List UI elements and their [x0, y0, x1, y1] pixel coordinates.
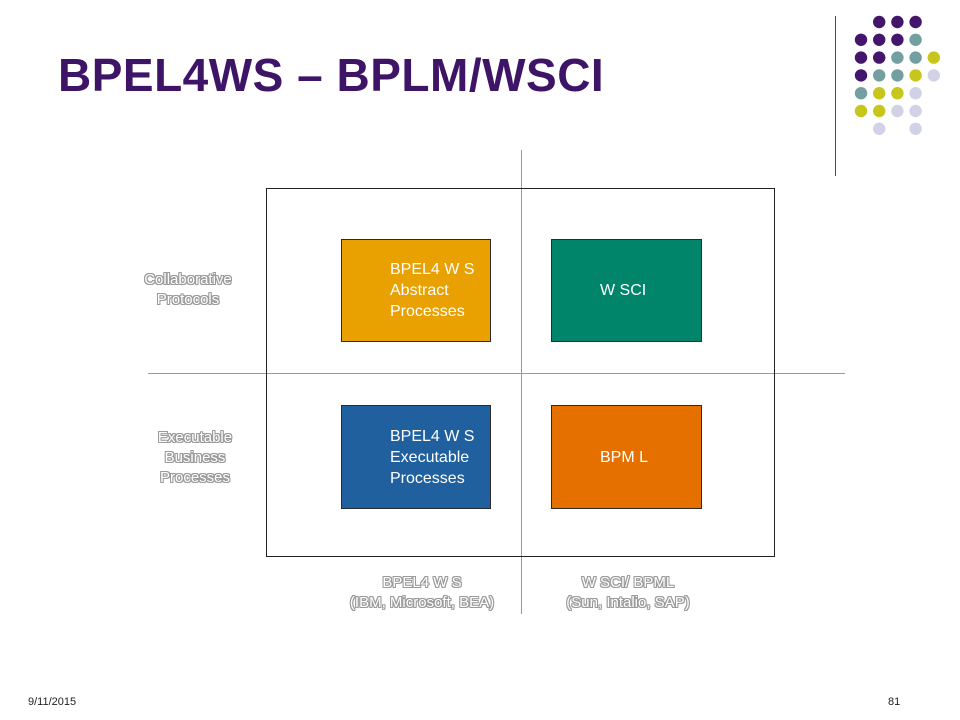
row-label-executable-business-processes: Executable Business Processes — [130, 428, 260, 488]
decorative-dot — [873, 51, 886, 64]
slide-date: 9/11/2015 — [28, 696, 77, 708]
box-line: BPEL4 W S — [390, 261, 475, 278]
decorative-dot — [909, 51, 922, 64]
column-label-line: (Sun, Intalio, SAP) — [566, 594, 690, 611]
box-line: BPM L — [600, 448, 649, 466]
box-line: Executable — [390, 448, 470, 466]
decorative-dot-grid — [854, 15, 940, 135]
wsci-box: W SCI — [551, 239, 702, 342]
row-label-line: Collaborative — [144, 271, 232, 288]
decorative-dot — [891, 15, 904, 29]
decorative-dot — [909, 122, 922, 135]
decorative-dot — [873, 122, 886, 135]
decorative-dot — [873, 87, 886, 100]
decorative-dot — [873, 33, 886, 46]
box-line: Abstract — [390, 282, 449, 299]
decorative-dot — [854, 87, 868, 100]
column-label-line: BPEL4 W S — [382, 574, 462, 591]
decorative-dot — [891, 51, 904, 64]
box-line: Processes — [390, 469, 465, 487]
decorative-dot — [854, 69, 868, 82]
row-label-collaborative-protocols: Collaborative Protocols — [128, 270, 248, 310]
decorative-dot — [927, 51, 940, 64]
header-divider — [835, 16, 836, 176]
column-label-line: (IBM, Microsoft, BEA) — [349, 594, 495, 611]
decorative-dot — [909, 33, 922, 46]
vertical-axis-line — [521, 150, 522, 614]
decorative-dot — [854, 104, 868, 118]
decorative-dot — [909, 69, 922, 82]
column-label-wsci-bpml: W SCI/ BPML (Sun, Intalio, SAP) — [528, 573, 728, 613]
decorative-dot — [927, 69, 940, 82]
decorative-dot — [909, 87, 922, 100]
decorative-dot — [873, 104, 886, 118]
decorative-dot — [891, 87, 904, 100]
box-line: Processes — [390, 303, 465, 320]
decorative-dot — [909, 15, 922, 29]
column-label-bpel4ws: BPEL4 W S (IBM, Microsoft, BEA) — [322, 573, 522, 613]
decorative-dot — [854, 51, 868, 64]
row-label-line: Business — [164, 449, 226, 466]
box-line: W SCI — [600, 282, 647, 299]
row-label-line: Protocols — [156, 291, 220, 308]
column-label-line: W SCI/ BPML — [581, 574, 675, 591]
bpml-box: BPM L — [551, 405, 702, 509]
decorative-dot — [909, 104, 922, 118]
decorative-dot — [891, 69, 904, 82]
decorative-dot — [873, 15, 886, 29]
row-label-line: Executable — [157, 429, 233, 446]
decorative-dot — [891, 33, 904, 46]
box-line: BPEL4 W S — [390, 427, 475, 445]
bpel4ws-abstract-processes-box: BPEL4 W S Abstract Processes — [341, 239, 491, 342]
decorative-dot — [854, 33, 868, 46]
slide-title: BPEL4WS – BPLM/WSCI — [58, 49, 605, 101]
horizontal-axis-line — [148, 373, 845, 374]
decorative-dot — [873, 69, 886, 82]
slide-page-number: 81 — [888, 696, 901, 708]
diagram-frame — [266, 188, 775, 557]
decorative-dot — [891, 104, 904, 118]
row-label-line: Processes — [159, 469, 231, 486]
bpel4ws-executable-processes-box: BPEL4 W S Executable Processes — [341, 405, 491, 509]
